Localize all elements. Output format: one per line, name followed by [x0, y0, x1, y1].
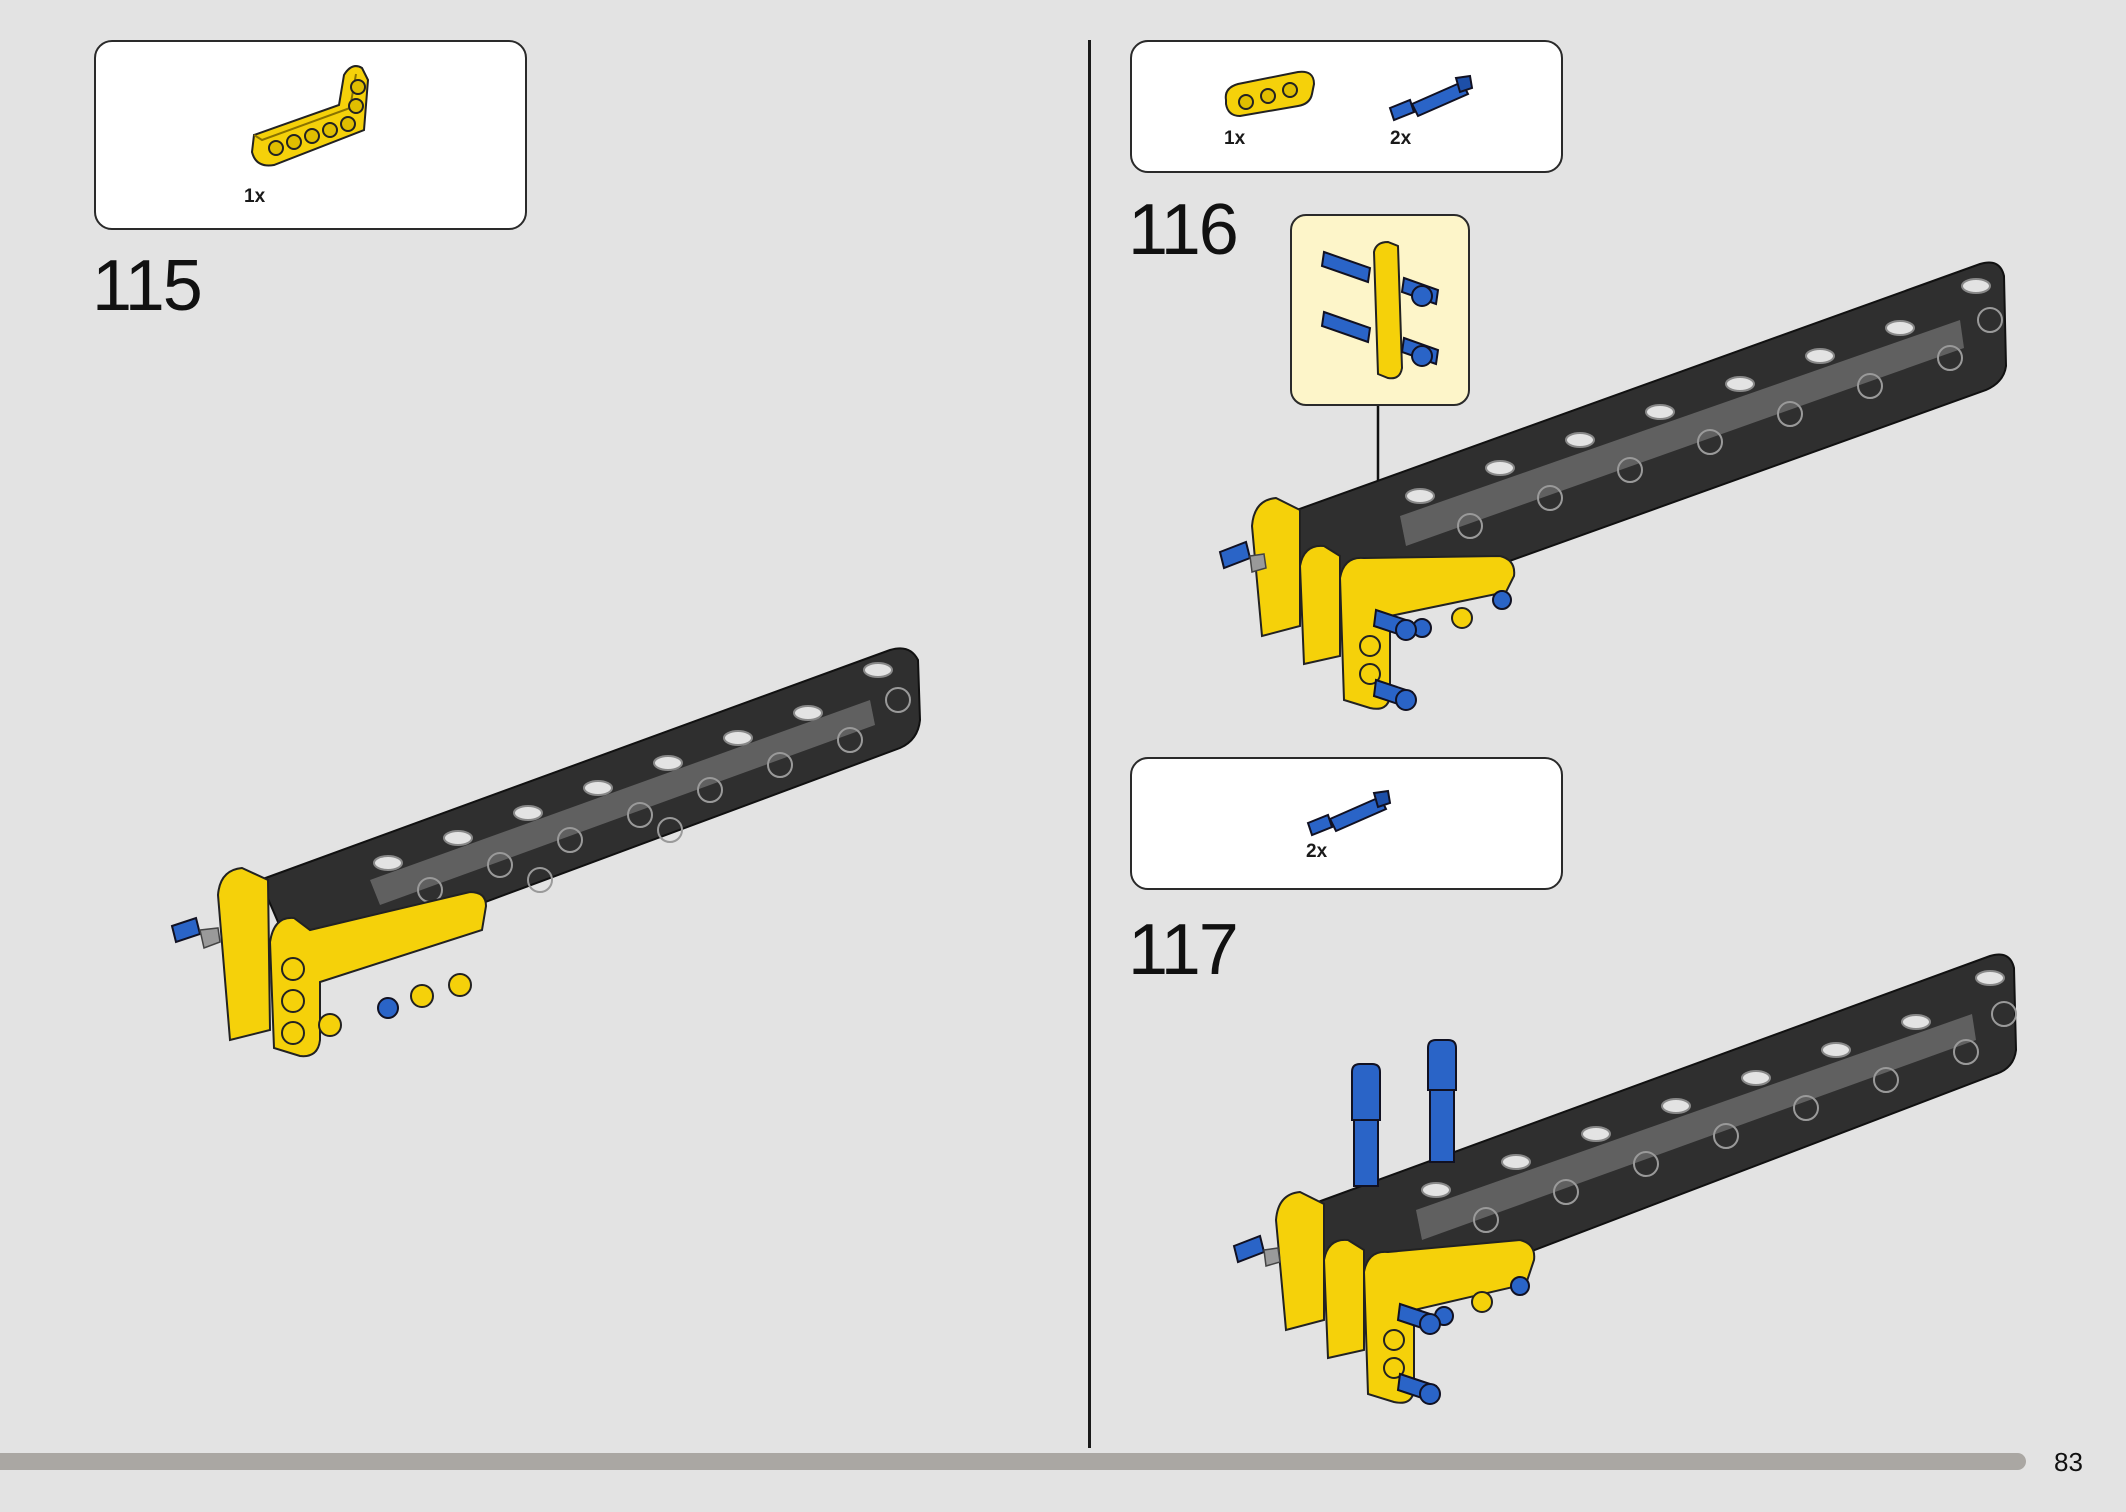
part-qty: 2x: [1306, 841, 1328, 862]
step-number: 117: [1128, 910, 1239, 990]
parts-callout-step-115: 1x: [94, 40, 527, 230]
parts-callout-step-116: 1x 2x: [1130, 40, 1563, 173]
step-number: 115: [92, 246, 203, 326]
part-qty: 2x: [1390, 128, 1412, 149]
parts-callout-step-117: 2x: [1130, 757, 1563, 890]
model-assembly-step-116: [1218, 261, 2008, 711]
model-assembly-step-115: [170, 647, 922, 1058]
three-beam-part-icon: [1224, 70, 1316, 118]
part-qty: 1x: [1224, 128, 1246, 149]
axle-pin-part-icon: [1306, 789, 1392, 837]
l-beam-part-icon: [250, 65, 370, 167]
progress-bar: [0, 1453, 2026, 1470]
part-qty: 1x: [244, 186, 266, 207]
step-number: 116: [1128, 190, 1239, 270]
subassembly-illustration: [1320, 240, 1440, 380]
axle-pin-part-icon: [1388, 74, 1474, 122]
model-assembly-step-117: [1232, 953, 2018, 1405]
page-divider: [1088, 40, 1091, 1448]
page-number: 83: [2054, 1447, 2083, 1477]
subassembly-callout: [1290, 214, 1470, 406]
